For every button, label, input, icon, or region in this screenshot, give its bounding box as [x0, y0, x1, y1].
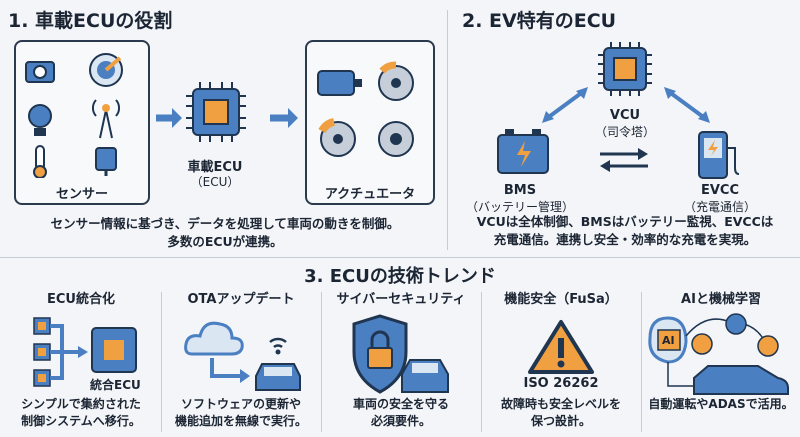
brake-caliper-icon — [318, 118, 356, 157]
ecu-sub-label: （ECU） — [190, 175, 240, 189]
section2-desc-line2: 充電通信。連携し安全・効率的な充電を実現。 — [493, 232, 757, 247]
brake-disc-icon — [378, 61, 414, 101]
battery-icon — [497, 129, 549, 174]
charger-icon — [698, 131, 740, 179]
vcu-chip-icon — [598, 42, 652, 96]
ai-label: AI — [662, 334, 675, 347]
ai-car-icon — [648, 313, 789, 395]
sensor-label: センサー — [55, 187, 108, 202]
trend-caption-line2: 機能追加を無線で実行。 — [174, 414, 307, 428]
section1-title: 1. 車載ECUの役割 — [8, 10, 173, 32]
column-divider — [481, 292, 482, 432]
radar-icon — [89, 53, 123, 87]
column-divider — [641, 292, 642, 432]
actuator-label: アクチュエータ — [324, 187, 416, 202]
arrow-right-icon — [156, 108, 182, 128]
trend-functional-safety: 機能安全（FuSa） ISO 26262 故障時も安全レベルを保つ設計。 — [482, 288, 640, 433]
actuator-icons — [317, 61, 414, 157]
trend-ecu-integration: ECU統合化 統合ECU シンプルで集約された制御システムへ移行。 — [2, 288, 160, 433]
iso-label: ISO 26262 — [523, 376, 599, 391]
trend-title: ECU統合化 — [47, 292, 115, 307]
antenna-icon — [92, 99, 120, 139]
horizontal-divider — [0, 257, 800, 258]
section1-desc-line2: 多数のECUが連携。 — [167, 234, 283, 249]
sensor-icons — [25, 53, 123, 178]
trend-ota-update: OTAアップデート ソフトウェアの更新や機能追加を無線で実行。 — [162, 288, 320, 433]
thermometer-icon — [33, 145, 47, 178]
shield-lock-car-icon — [352, 314, 449, 394]
trend-caption-line1: 車両の安全を守る — [352, 397, 449, 411]
trend-ai-ml: AIと機械学習 AI 自動運転やADASで活用。 — [642, 288, 800, 433]
warning-icon — [528, 320, 594, 374]
evcc-sub-label: （充電通信） — [683, 200, 756, 214]
trend-cybersecurity: サイバーセキュリティ 車両の安全を守る必須要件。 — [322, 288, 480, 433]
section2-desc-line1: VCUは全体制御、BMSはバッテリー監視、EVCCは — [476, 214, 774, 229]
trend-caption-line1: シンプルで集約された — [21, 397, 141, 411]
ecu-integration-icon — [33, 317, 137, 387]
double-arrow-icon — [542, 87, 588, 123]
integrated-ecu-label: 統合ECU — [90, 378, 141, 392]
column-divider — [321, 292, 322, 432]
motor-icon — [317, 70, 362, 96]
trend-caption-line1: 故障時も安全レベルを — [500, 397, 621, 411]
arrow-right-icon — [270, 108, 298, 128]
column-divider — [161, 292, 162, 432]
section1-desc-line1: センサー情報に基づき、データを処理して車両の動きを制御。 — [50, 216, 400, 231]
trend-title: AIと機械学習 — [681, 292, 761, 307]
bms-label: BMS — [503, 183, 537, 198]
vcu-sub-label: （司令塔） — [594, 125, 655, 139]
trend-title: サイバーセキュリティ — [336, 292, 466, 307]
bms-sub-label: （バッテリー管理） — [465, 200, 574, 214]
sensor-module-icon — [95, 147, 117, 176]
lidar-icon — [28, 104, 52, 136]
exchange-arrows-icon — [600, 148, 648, 172]
trend-caption-line1: ソフトウェアの更新や — [180, 397, 301, 411]
trend-caption-line2: 保つ設計。 — [530, 414, 591, 428]
trend-title: 機能安全（FuSa） — [504, 292, 618, 307]
section2-desc: VCUは全体制御、BMSはバッテリー監視、EVCCは 充電通信。連携し安全・効率… — [450, 213, 800, 249]
section1-desc: センサー情報に基づき、データを処理して車両の動きを制御。 多数のECUが連携。 — [0, 215, 450, 251]
vcu-label: VCU — [609, 108, 641, 123]
camera-icon — [25, 61, 55, 83]
ecu-chip-icon — [186, 82, 246, 142]
vertical-divider — [447, 10, 448, 250]
trend-caption-line2: 必須要件。 — [370, 414, 431, 428]
double-arrow-icon — [664, 87, 710, 123]
cloud-car-icon — [184, 321, 301, 391]
trend-caption-line2: 制御システムへ移行。 — [21, 414, 141, 428]
section2-title: 2. EV特有のECU — [462, 10, 617, 32]
evcc-label: EVCC — [700, 183, 740, 198]
ecu-label: 車載ECU — [187, 160, 243, 175]
trend-caption-line1: 自動運転やADASで活用。 — [648, 397, 794, 411]
section3-title: 3. ECUの技術トレンド — [304, 266, 496, 287]
wheel-icon — [378, 121, 414, 157]
trend-title: OTAアップデート — [187, 292, 295, 307]
